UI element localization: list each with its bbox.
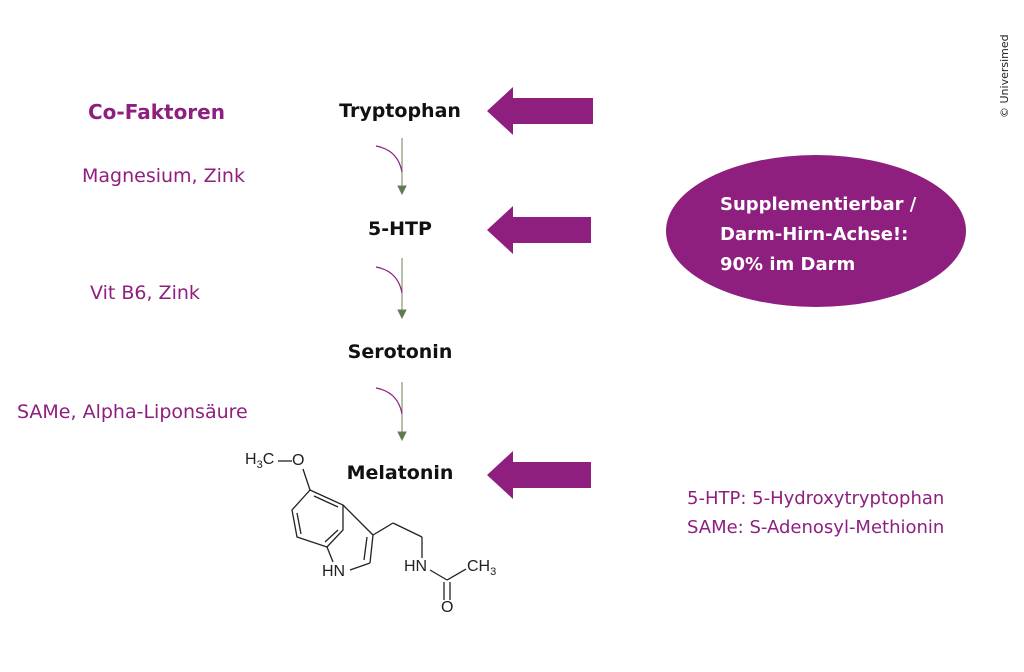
methoxy-label: H3C [245, 451, 275, 472]
cofactor-3: SAMe, Alpha-Liponsäure [17, 401, 248, 423]
methyl-label: CH3 [467, 558, 497, 579]
ellipse-line: Supplementierbar / [720, 194, 917, 215]
legend-line: 5-HTP: 5-Hydroxytryptophan [687, 488, 945, 509]
arrow-5htp [487, 206, 591, 254]
melatonin-structure [278, 460, 467, 600]
ellipse-line: 90% im Darm [720, 254, 856, 275]
arrow-melatonin [487, 451, 591, 499]
supplement-arrows [487, 87, 966, 499]
supplement-ellipse [666, 155, 966, 307]
pathway-arrows [397, 138, 407, 442]
node-tryptophan: Tryptophan [339, 100, 461, 122]
arrow-tryptophan [487, 87, 593, 135]
node-serotonin: Serotonin [347, 341, 453, 363]
cofactor-2: Vit B6, Zink [90, 282, 200, 304]
oxygen-label: O [292, 452, 305, 469]
legend-line: SAMe: S-Adenosyl-Methionin [687, 517, 945, 538]
carbonyl-o-label: O [441, 599, 454, 616]
cofactors-title: Co-Faktoren [88, 100, 225, 124]
ellipse-line: Darm-Hirn-Achse!: [720, 224, 909, 245]
cofactor-1: Magnesium, Zink [82, 165, 245, 187]
chain-nh-label: HN [404, 558, 428, 575]
ellipse-text: Supplementierbar / Darm-Hirn-Achse!: 90%… [720, 190, 916, 280]
ring-nh-label: HN [322, 563, 346, 580]
cofactor-curves [375, 145, 403, 415]
copyright: © Universimed [998, 34, 1011, 118]
node-melatonin: Melatonin [346, 462, 454, 484]
abbreviation-legend: 5-HTP: 5-Hydroxytryptophan SAMe: S-Adeno… [687, 484, 944, 542]
node-5htp: 5-HTP [368, 218, 432, 240]
